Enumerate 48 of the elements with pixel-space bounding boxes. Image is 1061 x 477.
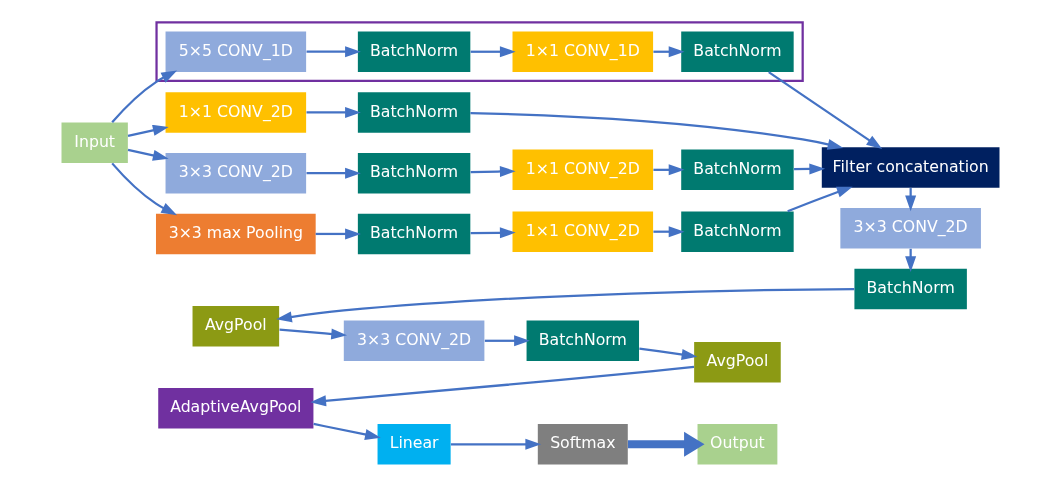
- node-box: Output: [697, 423, 778, 464]
- node-box: BatchNorm: [681, 210, 794, 252]
- arrow: [470, 45, 516, 57]
- node-box: 1×1 CONV_2D: [165, 91, 307, 133]
- arrow: [310, 365, 695, 406]
- node-box: 3×3 max Pooling: [156, 213, 316, 254]
- arrow: [470, 226, 516, 238]
- node-box: AvgPool: [694, 341, 781, 382]
- node-box: BatchNorm: [681, 31, 794, 72]
- node-box: Input: [61, 122, 128, 163]
- node-box: 1×1 CONV_2D: [512, 149, 654, 190]
- node-box: BatchNorm: [357, 213, 471, 254]
- arrow: [639, 346, 698, 360]
- node-box: 3×3 CONV_2D: [840, 207, 981, 249]
- node-box: AdaptiveAvgPool: [158, 387, 314, 428]
- node-box: 5×5 CONV_1D: [165, 31, 307, 72]
- arrow: [127, 148, 169, 161]
- arrow: [111, 162, 178, 215]
- arrow: [768, 70, 883, 149]
- node-box: 1×1 CONV_2D: [512, 210, 654, 252]
- node-box: BatchNorm: [357, 91, 471, 133]
- node-box: AvgPool: [192, 305, 280, 346]
- arrow: [315, 227, 361, 239]
- arrow: [306, 106, 361, 118]
- node-box: BatchNorm: [681, 149, 794, 190]
- node-box: 1×1 CONV_1D: [512, 31, 654, 72]
- arrow: [470, 111, 844, 150]
- arrow: [470, 165, 516, 177]
- arrow: [484, 334, 530, 346]
- arrow: [628, 431, 705, 457]
- node-box: 3×3 CONV_2D: [343, 320, 485, 361]
- arrow: [306, 45, 361, 57]
- node-box: BatchNorm: [357, 31, 471, 72]
- node-box: BatchNorm: [854, 268, 967, 309]
- node-box: 3×3 CONV_2D: [165, 152, 307, 193]
- node-box: Linear: [377, 423, 451, 464]
- node-box: Filter concatenation: [821, 146, 1000, 188]
- node-box: BatchNorm: [526, 320, 640, 361]
- arrow: [111, 70, 178, 123]
- arrow: [450, 438, 542, 450]
- arrow: [313, 422, 381, 440]
- arrow: [787, 186, 853, 212]
- arrow: [279, 328, 347, 339]
- arrow: [127, 124, 169, 137]
- arrow: [306, 167, 361, 179]
- node-box: Softmax: [537, 423, 628, 464]
- arrow: [276, 287, 855, 322]
- node-box: BatchNorm: [357, 152, 471, 193]
